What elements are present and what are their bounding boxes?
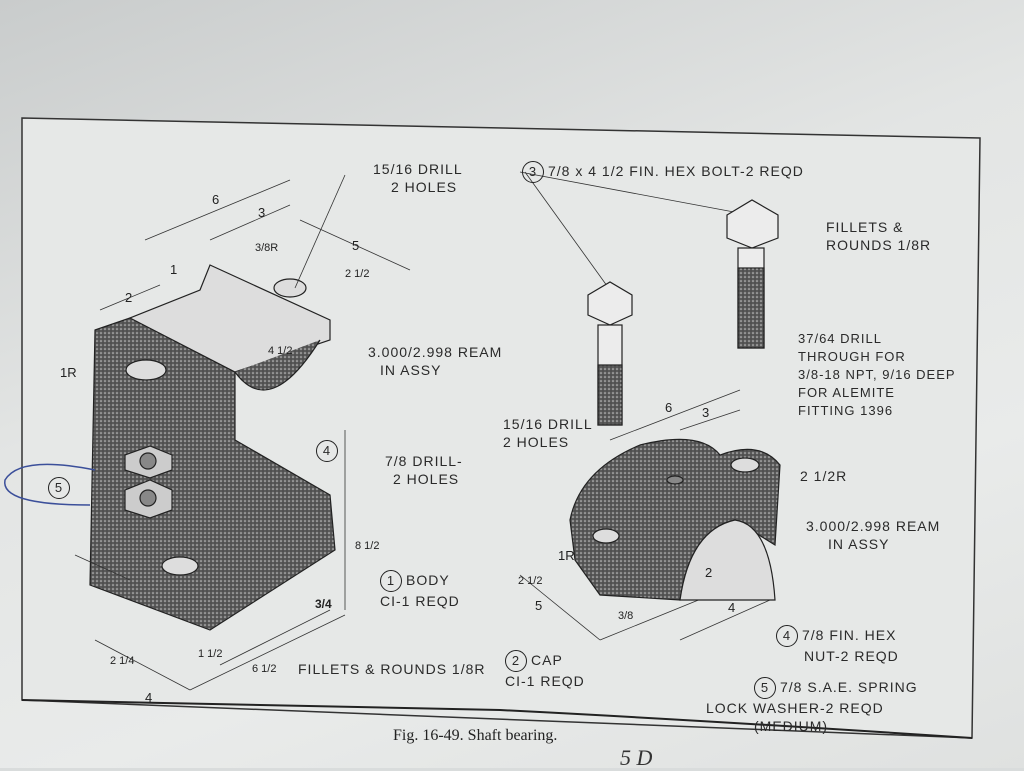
dim-2-1-2: 2 1/2 — [345, 268, 370, 280]
item-number-3: 3 — [522, 161, 544, 183]
body-part — [89, 264, 336, 631]
cap-line1: CAP — [531, 652, 563, 668]
dim-cap-3-8: 3/8 — [618, 610, 634, 622]
dimension-lines — [74, 171, 771, 691]
paper-curl-line — [21, 699, 973, 739]
bolt-text: 7/8 x 4 1/2 FIN. HEX BOLT-2 REQD — [548, 163, 804, 179]
washer-line3: (MEDIUM) — [754, 718, 829, 734]
washer-line1: 7/8 S.A.E. SPRING — [780, 679, 918, 695]
dim-6: 6 — [212, 192, 220, 207]
dim-cap-2: 2 — [705, 565, 713, 580]
dim-3-4: 3/4 — [315, 597, 332, 611]
cap-line2: CI-1 REQD — [505, 673, 585, 689]
dim-2-1-4: 2 1/4 — [110, 655, 135, 667]
handwritten-note: 5 D — [620, 745, 653, 770]
drill-78-line2: 2 HOLES — [393, 471, 460, 487]
callout-drill-78: 7/8 DRILL- 2 HOLES — [385, 452, 463, 488]
item-number-1: 1 — [380, 570, 402, 592]
figure-caption: Fig. 16-49. Shaft bearing. — [393, 727, 558, 744]
alemite-line5: FITTING 1396 — [798, 403, 894, 418]
dim-2: 2 — [125, 290, 133, 305]
dim-cap-1r: 1R — [558, 548, 575, 563]
dim-1-1-2: 1 1/2 — [198, 648, 223, 660]
alemite-line2: THROUGH FOR — [798, 349, 906, 364]
nut-line1: 7/8 FIN. HEX — [802, 627, 897, 643]
dim-6-1-2: 6 1/2 — [252, 663, 277, 675]
ream-left-line2: IN ASSY — [380, 362, 442, 378]
callout-fillets-bottom: FILLETS & ROUNDS 1/8R — [298, 661, 486, 677]
body-line1: BODY — [406, 572, 450, 588]
callout-drill-top: 15/16 DRILL 2 HOLES — [373, 160, 463, 196]
washer-marker: 5 — [48, 477, 70, 499]
ream-right-line2: IN ASSY — [828, 536, 890, 552]
body-line2: CI-1 REQD — [380, 593, 460, 609]
dim-cap-3: 3 — [702, 405, 710, 420]
dim-cap-5: 5 — [535, 598, 543, 613]
callout-radius-cap: 2 1/2R — [800, 468, 848, 484]
drill-cap-line1: 15/16 DRILL — [503, 416, 593, 432]
dim-1: 1 — [170, 262, 178, 277]
dim-3: 3 — [258, 205, 266, 220]
drill-top-line2: 2 HOLES — [391, 179, 458, 195]
fillets-right-line2: ROUNDS 1/8R — [826, 237, 932, 253]
nut-line2: NUT-2 REQD — [804, 648, 899, 664]
fillets-right-line1: FILLETS & — [826, 219, 904, 235]
dim-5: 5 — [352, 238, 360, 253]
nut-marker: 4 — [316, 440, 338, 462]
item-number-5: 5 — [754, 677, 776, 699]
dim-cap-2-1-2: 2 1/2 — [518, 575, 543, 587]
alemite-line4: FOR ALEMITE — [798, 385, 895, 400]
ream-right-line1: 3.000/2.998 REAM — [806, 518, 941, 534]
callout-drill-cap: 15/16 DRILL 2 HOLES — [503, 415, 593, 451]
item-number-4: 4 — [776, 625, 798, 647]
dim-3-8r: 3/8R — [255, 242, 279, 254]
bolt-part — [587, 199, 779, 426]
dim-cap-4: 4 — [728, 600, 736, 615]
item-number-2: 2 — [505, 650, 527, 672]
callout-ream-right: 3.000/2.998 REAM IN ASSY — [806, 517, 940, 553]
ream-left-line1: 3.000/2.998 REAM — [368, 344, 503, 360]
drill-78-line1: 7/8 DRILL- — [385, 453, 463, 469]
dim-cap-6: 6 — [665, 400, 673, 415]
callout-fillets-right: FILLETS & ROUNDS 1/8R — [826, 218, 931, 254]
cap-part — [569, 438, 781, 601]
pen-mark — [4, 463, 96, 506]
washer-line2: LOCK WASHER-2 REQD — [706, 700, 884, 716]
dim-4: 4 — [145, 690, 153, 705]
callout-ream-left: 3.000/2.998 REAM IN ASSY — [368, 343, 502, 379]
drill-cap-line2: 2 HOLES — [503, 434, 570, 450]
alemite-line3: 3/8-18 NPT, 9/16 DEEP — [798, 367, 956, 382]
callout-drill-alemite: 37/64 DRILL THROUGH FOR 3/8-18 NPT, 9/16 D… — [798, 330, 956, 420]
alemite-line1: 37/64 DRILL — [798, 331, 882, 346]
dim-8-1-2: 8 1/2 — [355, 540, 380, 552]
drill-top-line1: 15/16 DRILL — [373, 161, 463, 177]
dim-1r: 1R — [60, 365, 77, 380]
dim-4-1-2: 4 1/2 — [268, 345, 293, 357]
